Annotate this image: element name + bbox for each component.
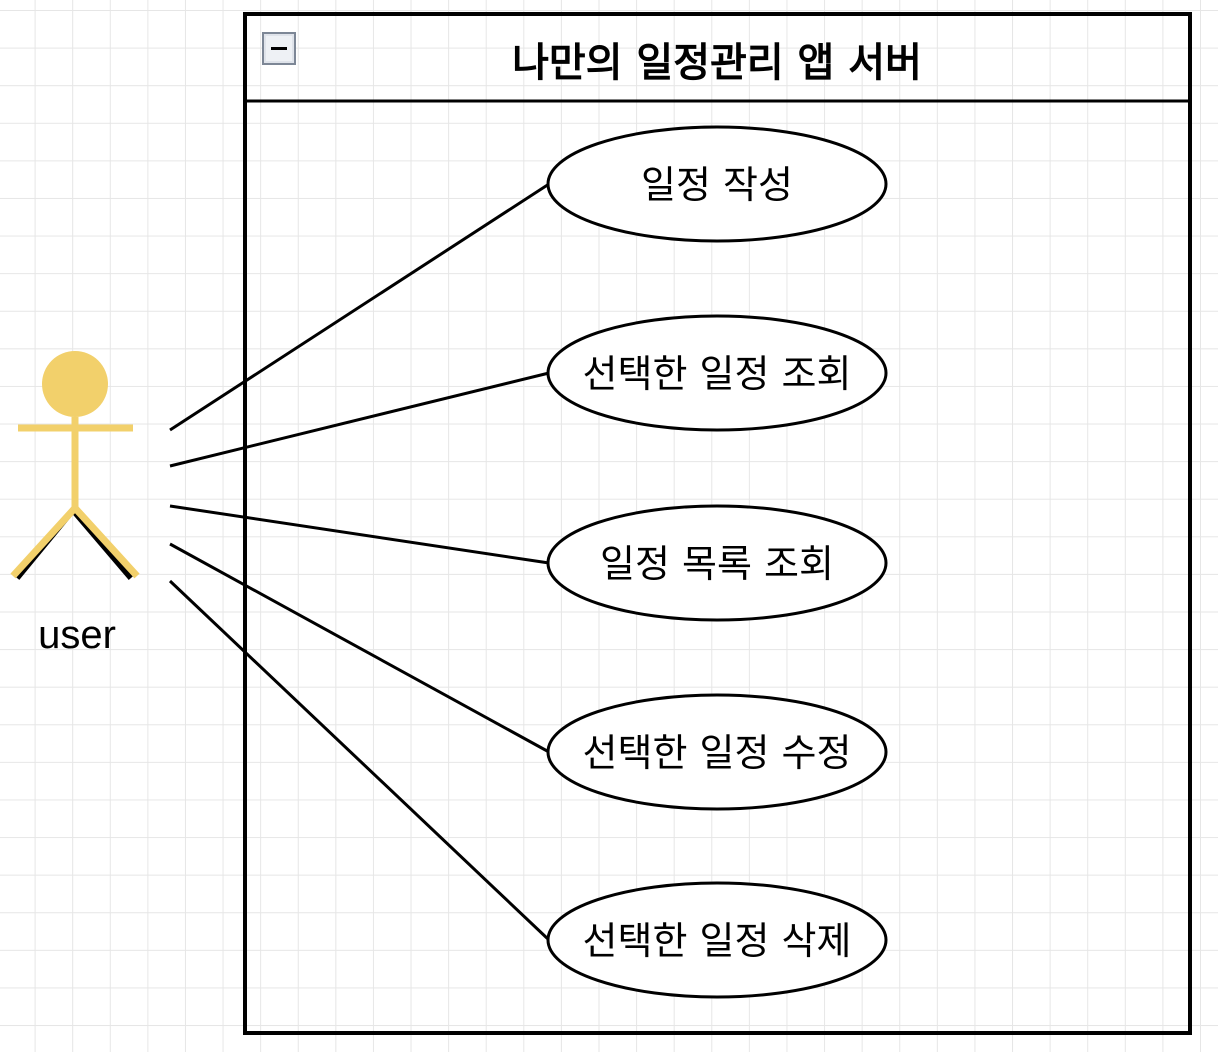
use-case-label: 선택한 일정 삭제 [583, 919, 852, 963]
use-case[interactable]: 선택한 일정 수정 [546, 693, 888, 811]
use-case-ellipse [546, 314, 888, 432]
association-line[interactable] [169, 182, 550, 432]
association-line[interactable] [168, 579, 551, 942]
use-case-label: 일정 목록 조회 [600, 542, 834, 586]
use-case[interactable]: 일정 목록 조회 [546, 504, 888, 622]
use-case-label: 선택한 일정 조회 [583, 352, 852, 396]
association-line[interactable] [169, 542, 550, 754]
use-case-label: 선택한 일정 수정 [583, 731, 852, 775]
system-title: 나만의 일정관리 앱 서버 [512, 40, 922, 86]
use-case[interactable]: 일정 작성 [546, 125, 888, 243]
actor[interactable]: user [10, 351, 140, 657]
association-line[interactable] [169, 371, 550, 468]
use-case-ellipse [546, 693, 888, 811]
associations [168, 182, 551, 942]
use-case-ellipse [546, 504, 888, 622]
system-boundary-frame [243, 12, 1192, 1035]
use-case[interactable]: 선택한 일정 삭제 [546, 881, 888, 999]
use-case-ellipse [546, 881, 888, 999]
collapse-icon[interactable] [262, 32, 296, 65]
use-case-ellipse [546, 125, 888, 243]
actor-label: user [38, 613, 116, 657]
system-boundary[interactable]: 나만의 일정관리 앱 서버 [243, 12, 1192, 1035]
use-case[interactable]: 선택한 일정 조회 [546, 314, 888, 432]
association-line[interactable] [169, 504, 550, 565]
actor-figure-icon [10, 351, 140, 580]
use-case-label: 일정 작성 [641, 163, 793, 207]
